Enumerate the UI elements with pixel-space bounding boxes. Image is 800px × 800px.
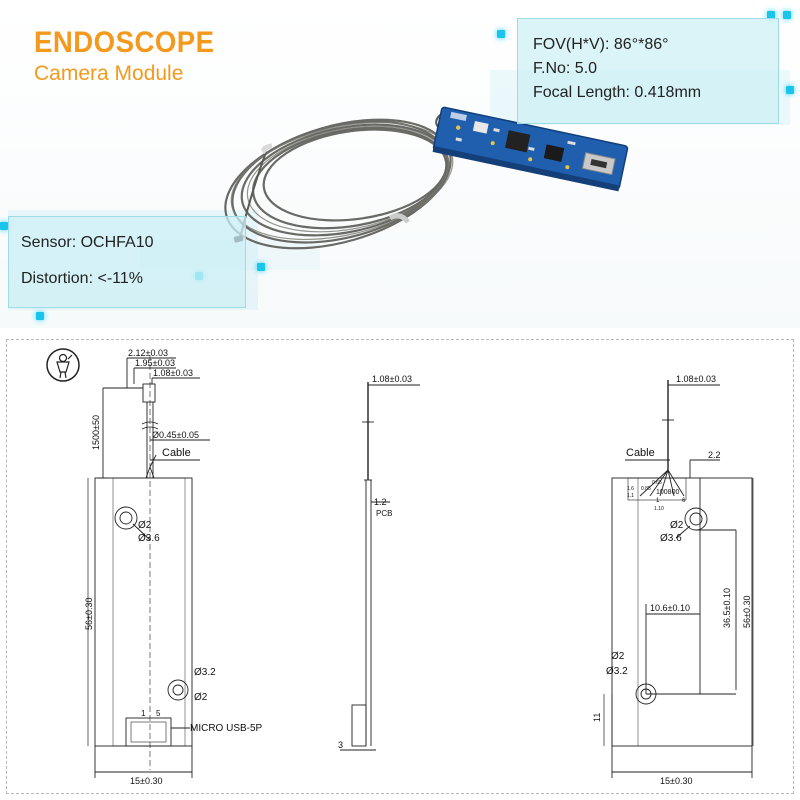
glow-dot <box>497 30 505 38</box>
back-hole1-d36: Ø3.6 <box>660 533 682 544</box>
back-dim-height-56: 56±0.30 <box>742 596 752 628</box>
endoscope-product-image <box>224 106 629 250</box>
back-dim-22: 2.2 <box>708 450 721 460</box>
spec-panel-sensor <box>8 216 246 308</box>
back-small-6: 6 <box>682 498 686 504</box>
back-small-1: 1 <box>656 498 660 504</box>
front-usb-label: MICRO USB-5P <box>190 723 263 734</box>
front-dim-width-15: 15±0.30 <box>130 776 162 786</box>
side-dim-3: 3 <box>338 740 343 750</box>
product-banner: ENDOSCOPE Camera Module <box>0 0 800 328</box>
front-dim-cable-length: 1500±50 <box>91 415 101 450</box>
back-small-110: 1.10 <box>654 506 664 512</box>
front-dim-width-195: 1.95±0.03 <box>135 358 175 368</box>
front-hole1-d36: Ø3.6 <box>138 533 160 544</box>
back-small-pins: 100800 <box>656 489 679 496</box>
glow-dot <box>786 86 794 94</box>
front-usb-pin5: 5 <box>156 709 161 718</box>
spec-fno: F.No: 5.0 <box>533 60 598 77</box>
front-dim-cable-diameter: Ø0.45±0.05 <box>152 430 199 440</box>
back-dim-width-15: 15±0.30 <box>660 776 692 786</box>
person-reading-icon <box>46 348 80 382</box>
back-small-11: 1.1 <box>627 493 634 499</box>
spec-panel-optics <box>517 18 779 124</box>
front-dim-height-56: 56±0.30 <box>84 598 94 630</box>
glow-dot <box>783 11 791 19</box>
front-hole2-d2: Ø2 <box>194 692 208 703</box>
back-dim-lens-108: 1.08±0.03 <box>676 374 716 384</box>
back-dim-365: 36.5±0.10 <box>722 588 732 628</box>
front-dim-lens-108: 1.08±0.03 <box>153 368 193 378</box>
technical-drawing-frame <box>6 339 794 794</box>
back-cable-label: Cable <box>626 447 655 459</box>
side-dim-pcb-thickness: 1.2 <box>374 497 387 507</box>
front-usb-pin1: 1 <box>141 709 146 718</box>
back-small-16: 1.6 <box>627 486 634 492</box>
side-dim-lens-108: 1.08±0.03 <box>372 374 412 384</box>
back-hole1-d2: Ø2 <box>670 520 684 531</box>
title-camera-module: Camera Module <box>34 62 184 85</box>
spec-sensor: Sensor: OCHFA10 <box>21 234 154 251</box>
front-hole2-d32: Ø3.2 <box>194 667 216 678</box>
spec-distortion: Distortion: <-11% <box>21 270 143 287</box>
spec-fov: FOV(H*V): 86°*86° <box>533 36 669 53</box>
back-small-065: 0.65 <box>652 480 662 486</box>
glow-dot <box>767 11 775 19</box>
back-hole2-d2: Ø2 <box>611 651 625 662</box>
glow-dot <box>257 263 265 271</box>
glow-dot <box>36 312 44 320</box>
back-small-085: 0.85 <box>641 486 651 492</box>
back-dim-11: 11 <box>592 713 602 722</box>
front-hole1-d2: Ø2 <box>138 520 152 531</box>
glow-dot <box>0 222 8 230</box>
back-hole2-d32: Ø3.2 <box>606 666 628 677</box>
title-endoscope: ENDOSCOPE <box>34 26 215 59</box>
side-pcb-label: PCB <box>376 509 392 518</box>
front-cable-label: Cable <box>162 447 191 459</box>
back-dim-106: 10.6±0.10 <box>650 603 690 613</box>
spec-focal-length: Focal Length: 0.418mm <box>533 84 702 101</box>
front-dim-width-212: 2.12±0.03 <box>128 348 168 358</box>
